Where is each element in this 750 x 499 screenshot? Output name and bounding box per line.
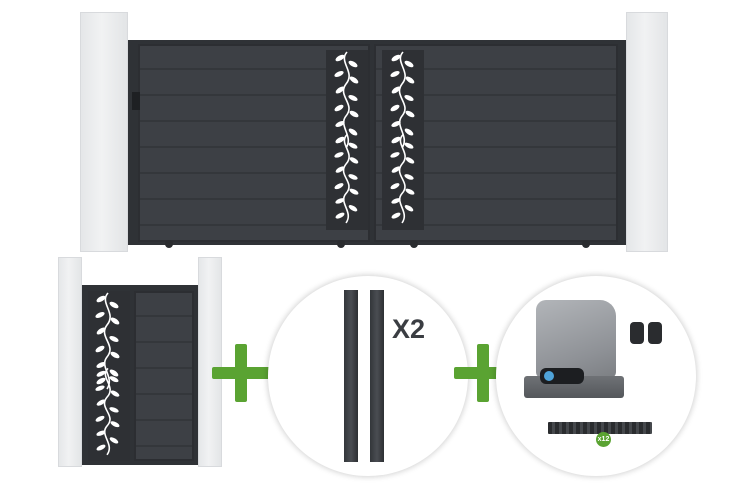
post <box>344 290 358 462</box>
pillar-right <box>626 12 668 252</box>
decor-panel-right <box>382 50 424 230</box>
remote-control-icon <box>648 322 662 344</box>
leaf-pattern-icon <box>332 51 361 224</box>
motor-unit <box>518 296 628 406</box>
gate-wheel <box>410 240 418 248</box>
leaf-pattern-icon <box>93 292 122 456</box>
posts-circle: X2 <box>268 276 468 476</box>
post <box>370 290 384 462</box>
pillar-left <box>58 257 82 467</box>
decor-panel-left <box>326 50 368 230</box>
gate-wheel <box>165 240 173 248</box>
pedestrian-gate-scene <box>0 255 230 475</box>
pedestrian-gate-leaf <box>134 291 194 461</box>
rack-quantity-badge: x12 <box>596 432 611 447</box>
posts-quantity-label: X2 <box>392 314 426 344</box>
pillar-left <box>80 12 128 252</box>
main-gate-scene <box>80 12 668 252</box>
plus-icon <box>212 344 270 402</box>
decor-panel <box>88 291 130 461</box>
gate-wheel <box>582 240 590 248</box>
gate-latch <box>132 92 140 110</box>
pillar-right <box>198 257 222 467</box>
remote-control-icon <box>630 322 644 344</box>
gate-wheel <box>337 240 345 248</box>
gear-rack <box>548 422 652 434</box>
motor-kit-circle: x12 <box>496 276 696 476</box>
leaf-pattern-icon <box>388 51 417 224</box>
